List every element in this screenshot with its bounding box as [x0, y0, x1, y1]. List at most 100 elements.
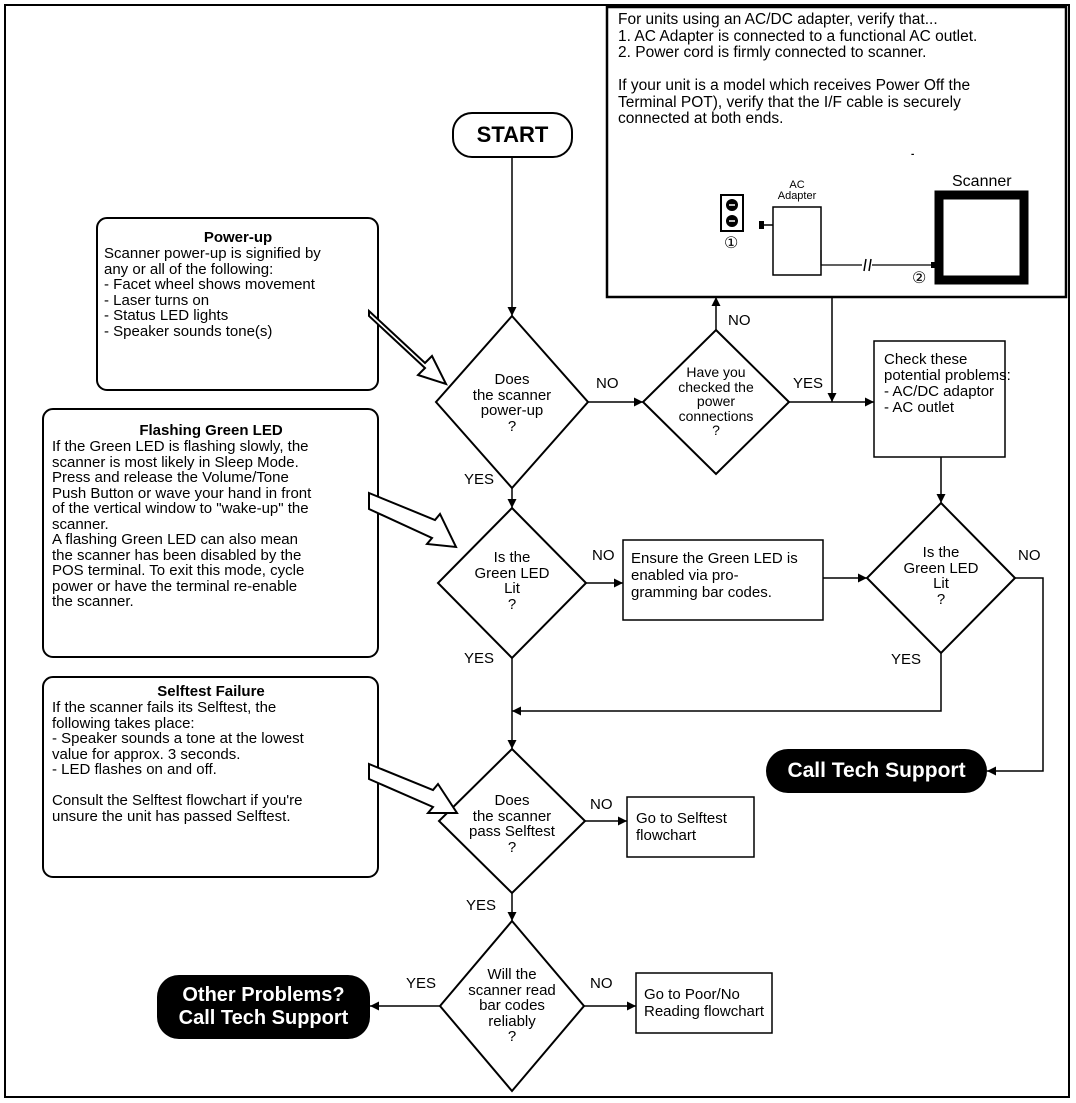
other-problems-label: Other Problems? [182, 984, 345, 1006]
decision-line: the scanner [472, 807, 552, 825]
note-line: the scanner has been disabled by the [52, 546, 302, 564]
scanner-icon [934, 190, 1029, 285]
note-line: any or all of the following: [104, 260, 274, 278]
edge-label-no: NO [592, 547, 615, 564]
decision-line: Does [494, 792, 530, 809]
edge-label-yes: YES [464, 471, 495, 488]
process-line: Check these [884, 351, 968, 368]
decision-power-up-text: Does the scanner power-up ? [456, 372, 568, 434]
note-line: power or have the terminal re-enable [52, 577, 298, 595]
decision-line: Lit [504, 580, 520, 597]
ac-adapter-label-line: AC [789, 179, 805, 191]
note-line: scanner. [52, 515, 109, 533]
flashing-led-note-title-wrap: Flashing Green LED [46, 423, 376, 438]
decision-line: Green LED [474, 564, 550, 582]
decision-green-led-1-text: Is the Green LED Lit ? [456, 550, 568, 612]
note-line: value for approx. 3 seconds. [52, 745, 241, 763]
decision-line: the scanner [472, 386, 552, 404]
decision-line: ? [936, 590, 946, 608]
process-check-problems [873, 340, 1006, 458]
decision-line: checked the [678, 378, 754, 395]
process-selftest-flowchart [626, 796, 755, 858]
note-line: following takes place: [52, 714, 195, 732]
decision-read-barcodes-text: Will the scanner read bar codes reliably… [452, 967, 572, 1045]
note-line: the scanner. [52, 593, 134, 610]
edge-label-yes: YES [406, 975, 437, 992]
process-selftest-flowchart-text: Go to Selftest flowchart [636, 810, 727, 844]
note-line: Scanner power-up is signified by [104, 245, 321, 262]
decision-line: Does [494, 371, 530, 388]
note-line: of the vertical window to "wake-up" the [52, 500, 309, 517]
decision-line: Green LED [903, 559, 979, 577]
decision-line: Lit [933, 575, 949, 592]
decision-green-led-2-text: Is the Green LED Lit ? [885, 545, 997, 607]
edge-label-no: NO [596, 375, 619, 392]
note-line: A flashing Green LED can also mean [52, 531, 298, 548]
edge-label-yes: YES [466, 897, 497, 914]
call-tech-support-terminal: Call Tech Support [766, 749, 987, 793]
power-diagram-illustration [720, 190, 1029, 285]
process-line: - AC/DC adaptor [884, 383, 995, 400]
decision-line: power [696, 393, 736, 409]
process-line: - AC outlet [884, 399, 955, 416]
ac-adapter-label-line: Adapter [777, 190, 817, 202]
decision-power-connections-text: Have you checked the power connections ? [660, 365, 772, 438]
decision-read-barcodes [438, 919, 586, 1093]
process-line: gramming bar codes. [631, 584, 772, 601]
decision-line: power-up [480, 402, 544, 419]
decision-line: Will the [487, 966, 537, 983]
decision-line: scanner read [468, 981, 556, 999]
decision-line: ? [507, 595, 517, 613]
decision-line: Is the [493, 549, 531, 566]
note-line: - Speaker sounds tone(s) [104, 322, 273, 340]
note-line: If the Green LED is flashing slowly, the [52, 438, 309, 455]
process-line: flowchart [636, 827, 697, 844]
power-up-note-body: Scanner power-up is signified by any or … [104, 246, 321, 339]
note-line: Press and release the Volume/Tone [52, 469, 289, 486]
note-line: - Status LED lights [104, 307, 229, 324]
note-line: POS terminal. To exit this mode, cycle [52, 562, 305, 579]
flashing-led-note-body: If the Green LED is flashing slowly, the… [52, 439, 311, 610]
page-border [4, 4, 1070, 1098]
note-power-up [96, 217, 379, 391]
decision-pass-selftest-text: Does the scanner pass Selftest ? [452, 793, 572, 855]
info-line: connected at both ends. [618, 110, 784, 127]
info-dot: - [911, 149, 915, 160]
edge-label-yes: YES [793, 375, 824, 392]
edge-label-yes: YES [891, 651, 922, 668]
process-ensure-led-text: Ensure the Green LED is enabled via pro-… [631, 550, 798, 601]
edge-label-no: NO [590, 796, 613, 813]
ac-adapter-label: AC Adapter [771, 180, 823, 202]
info-line: Terminal POT), verify that the I/F cable… [618, 93, 961, 111]
edge-label-no: NO [728, 312, 751, 329]
process-ensure-led [622, 539, 824, 621]
process-line: enabled via pro- [631, 567, 739, 584]
info-line: For units using an AC/DC adapter, verify… [618, 11, 938, 28]
note-pointer-arrow [368, 491, 458, 549]
other-problems-terminal: Other Problems? Call Tech Support [157, 975, 370, 1039]
decision-line: bar codes [479, 997, 545, 1014]
selftest-note-title: Selftest Failure [157, 683, 265, 700]
edge-label-yes: YES [464, 650, 495, 667]
note-line: - Facet wheel shows movement [104, 276, 315, 293]
note-line: Push Button or wave your hand in front [52, 484, 312, 502]
info-line [618, 62, 977, 79]
edge-label-no: NO [590, 975, 613, 992]
power-info-text: For units using an AC/DC adapter, verify… [618, 11, 977, 128]
edge-label-no: NO [1018, 547, 1041, 564]
note-line: - Speaker sounds a tone at the lowest [52, 730, 304, 747]
selftest-note-title-wrap: Selftest Failure [46, 684, 376, 699]
note-line: - LED flashes on and off. [52, 761, 217, 778]
note-pointer-arrow [368, 762, 459, 814]
other-problems-label: Call Tech Support [178, 1007, 349, 1029]
process-line: Go to Poor/No [644, 986, 740, 1003]
scanner-label: Scanner [952, 173, 1012, 190]
start-terminal: START [452, 112, 573, 158]
call-tech-support-label: Call Tech Support [787, 759, 966, 782]
note-line [52, 778, 304, 794]
process-line: potential problems: [884, 367, 1011, 384]
decision-line: ? [507, 1028, 517, 1045]
decision-line: ? [507, 838, 517, 856]
selftest-note-body: If the scanner fails its Selftest, the f… [52, 700, 304, 824]
